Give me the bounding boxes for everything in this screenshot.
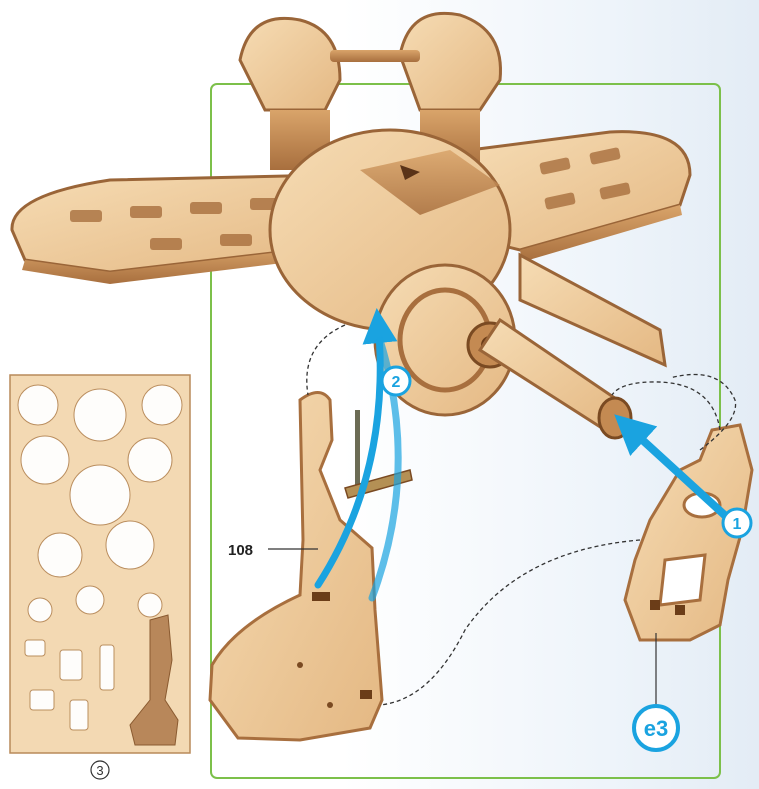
tail-boom [480,255,665,438]
sheet-number-label: 3 [96,763,103,778]
part-number-108: 108 [228,542,253,559]
step-badge-1: 1 [723,509,751,537]
step-1-number: 1 [733,516,742,533]
part-label-e3: e3 [634,633,678,750]
parts-sheet: 3 [10,375,190,779]
step-badge-2: 2 [382,367,410,395]
part-number-e3: e3 [644,716,668,741]
linkage-rod [355,410,360,490]
step-2-number: 2 [392,374,401,391]
